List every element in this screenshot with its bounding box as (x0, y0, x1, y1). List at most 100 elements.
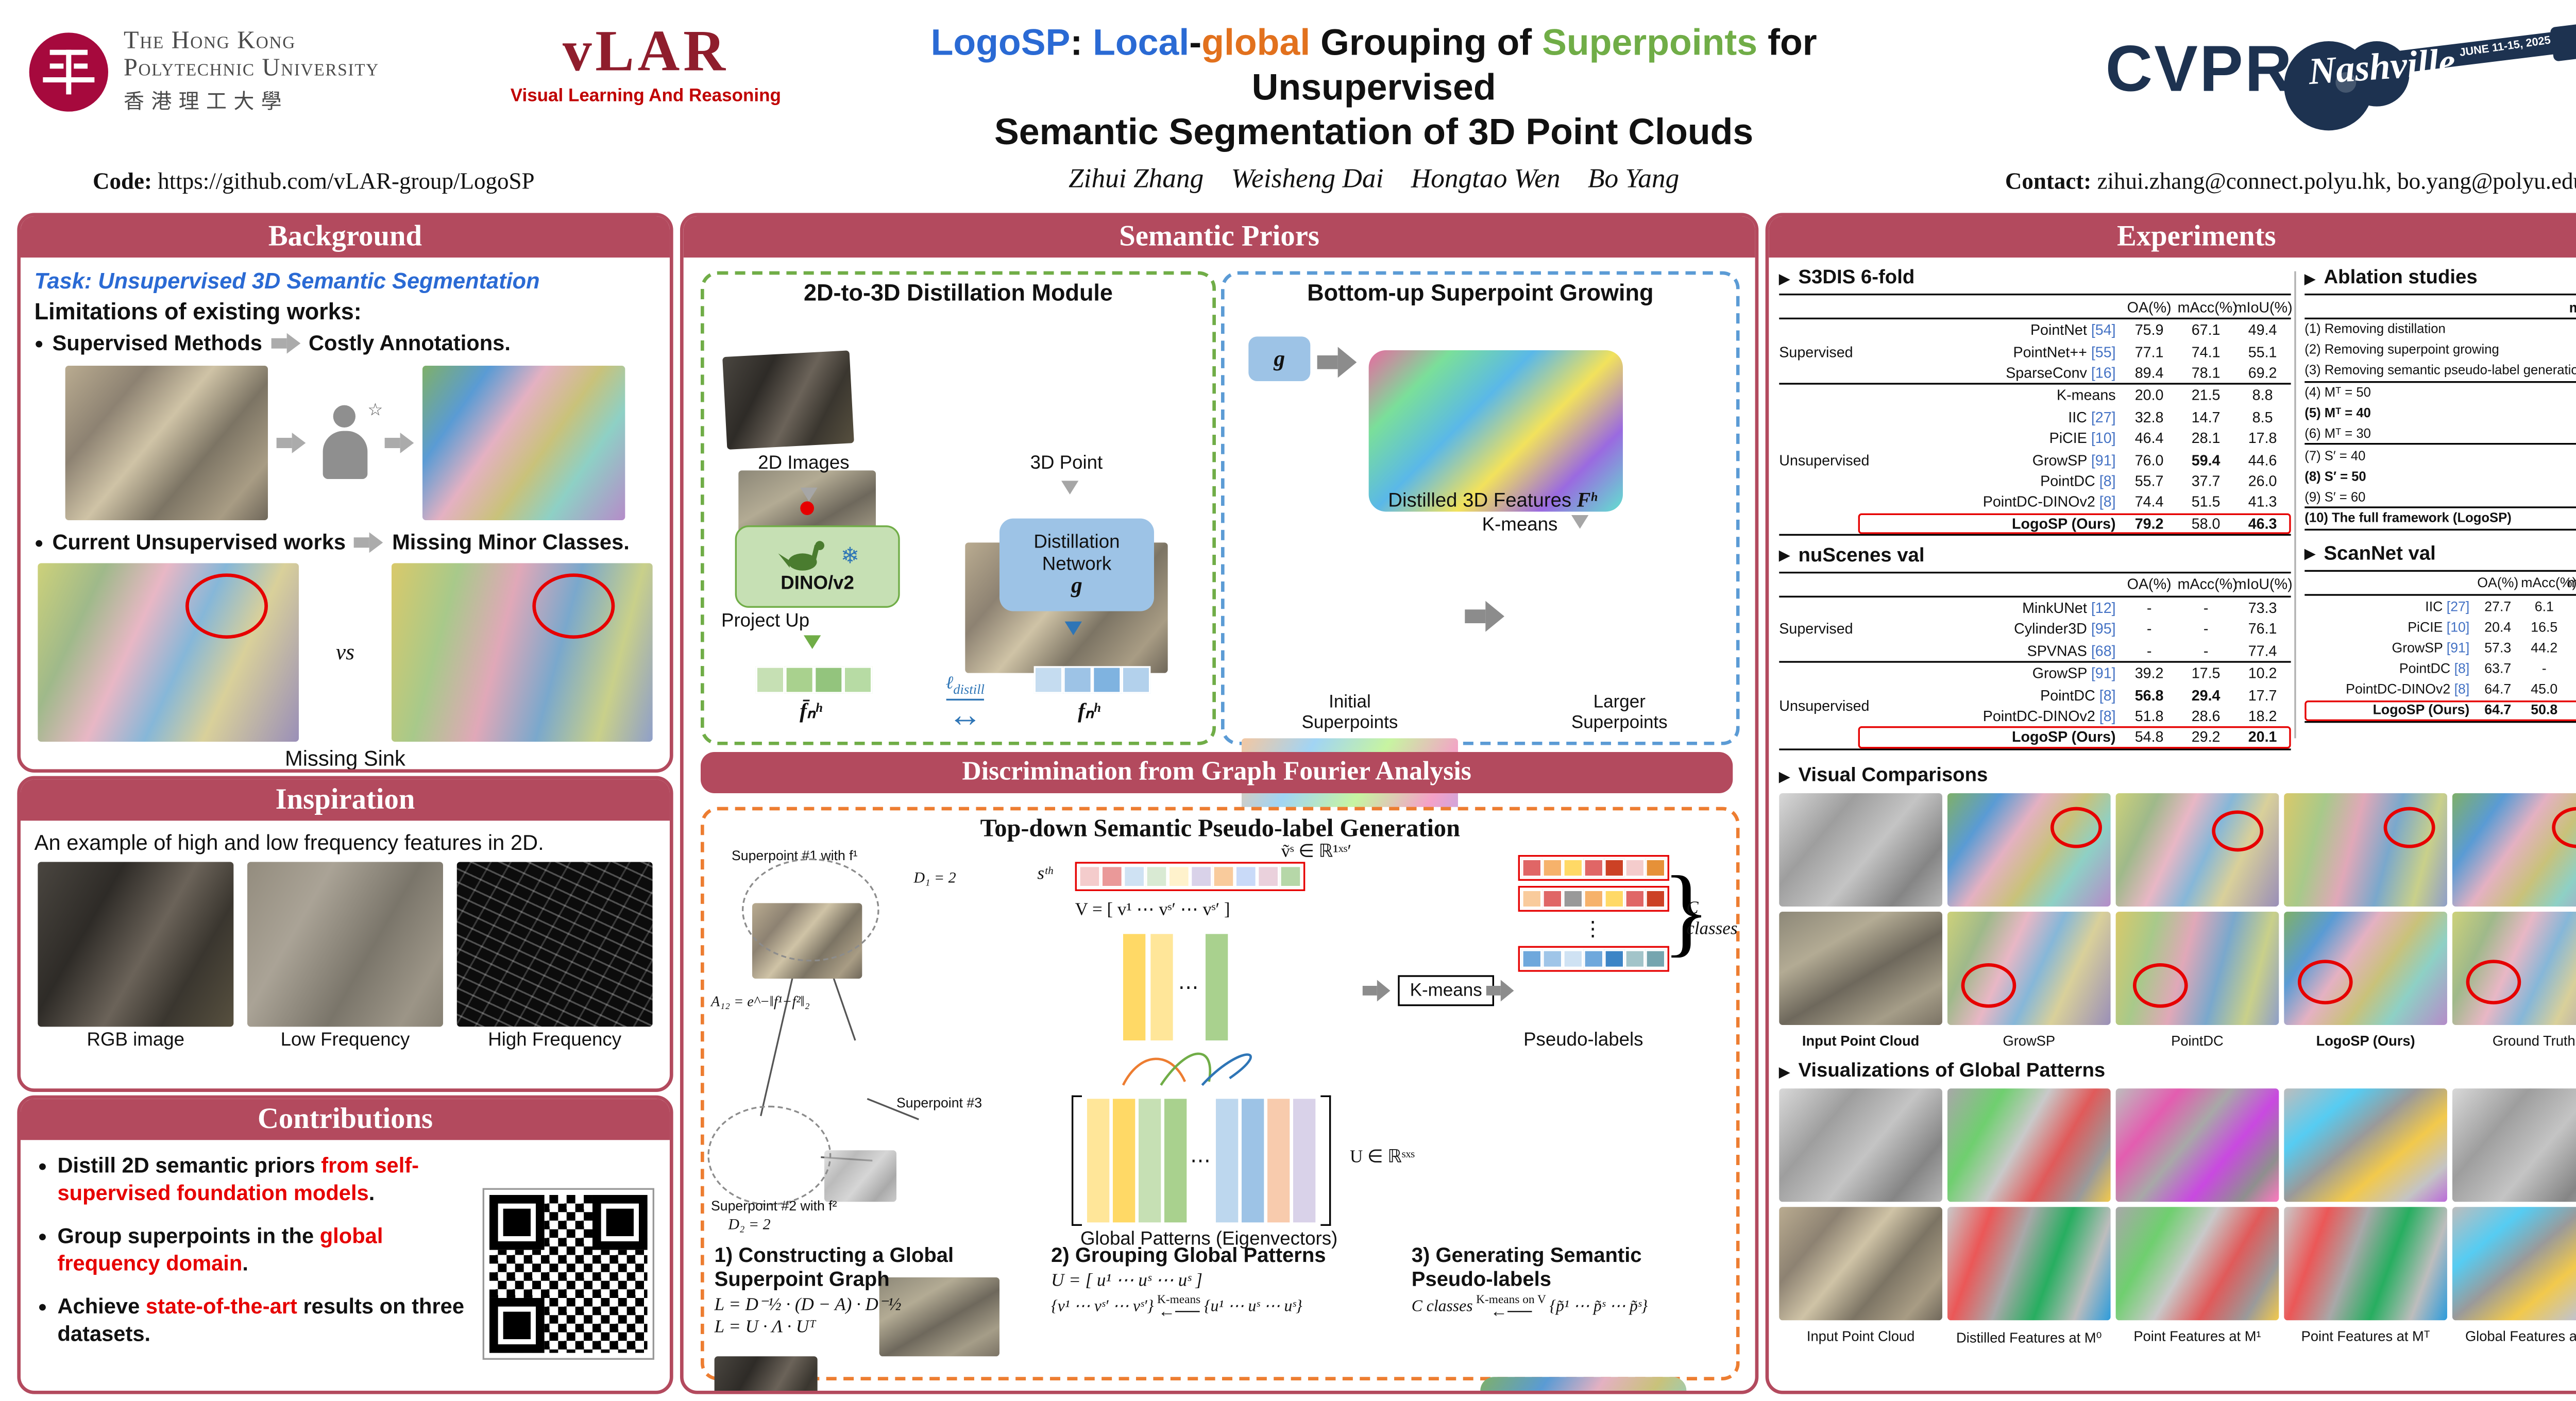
contribution-highlight: from self-supervised foundation models (57, 1153, 419, 1205)
cell: 27.7 (2484, 598, 2512, 614)
arrowhead-icon: ▶ (1779, 1063, 1790, 1079)
guitar-icon (2284, 24, 2576, 131)
limitations-title: Limitations of existing works: (34, 298, 362, 324)
cell: 54.8 (2134, 728, 2164, 746)
feat-symbol: Fʰ (1577, 487, 1597, 512)
contribution-highlight: global frequency domain (57, 1224, 383, 1276)
superpoint2-label: Superpoint #2 with f² (710, 1198, 837, 1214)
citation-ref: [91] (2091, 664, 2116, 682)
cell: - (2146, 642, 2152, 659)
fourier-banner: Discrimination from Graph Fourier Analys… (700, 751, 1733, 793)
table-row-ours: LogoSP (Ours)64.750.835.8 (2304, 700, 2576, 722)
vlar-name: vLAR (562, 20, 729, 84)
method-name: SPVNAS (2027, 642, 2091, 659)
contact-emails[interactable]: zihui.zhang@connect.polyu.hk, bo.yang@po… (2097, 168, 2576, 194)
pattern-image (2284, 1088, 2447, 1202)
right-arrow-icon (1362, 980, 1391, 1002)
distill-loss: ℓdistill ↔ (910, 666, 1020, 735)
citation-ref: [8] (2099, 493, 2116, 511)
group-label: Supervised (1779, 343, 1853, 360)
table-row: PointDC [8]63.7-25.7 (2304, 658, 2576, 679)
ablation-value: 32.6 (2569, 447, 2576, 464)
cell: 64.7 (2484, 703, 2512, 719)
loss-subscript: distill (953, 681, 985, 697)
degree2-label: D₂ = 2 (728, 1215, 771, 1233)
s3dis-heading: ▶S3DIS 6-fold (1779, 268, 2291, 288)
code-url[interactable]: https://github.com/vLAR-group/LogoSP (158, 168, 535, 194)
cell: - (2203, 620, 2209, 638)
low-frequency-image (247, 862, 443, 1027)
cell: 46.4 (2134, 429, 2164, 447)
global-patterns-labels: Input Point Cloud Distilled Features at … (1779, 1329, 2576, 1346)
supervised-group: Supervised MinkUNet [12]--73.3 Cylinder3… (1779, 597, 2291, 661)
vs-label: vs (335, 638, 355, 664)
frequency-figure (32, 862, 657, 1027)
pseudo-label-module: Top-down Semantic Pseudo-label Generatio… (700, 807, 1740, 1391)
step2-eq1: U = [ u¹ ⋯ uˢ ⋯ uˢ ] (1051, 1272, 1203, 1291)
cell: 21.5 (2191, 387, 2221, 404)
pattern-image (2284, 1207, 2447, 1321)
method-name: PointNet++ (2013, 343, 2091, 360)
right-arrow-icon (384, 432, 414, 453)
inspiration-caption: An example of high and low frequency fea… (34, 831, 544, 855)
result-image (2452, 793, 2576, 907)
project-up-label: Project Up (721, 611, 810, 632)
citation-ref: [27] (2091, 408, 2116, 425)
ablation-value: 32.4 (2569, 425, 2576, 442)
cell: 55.1 (2248, 343, 2277, 360)
scannet-heading: ▶ScanNet val (2304, 544, 2576, 565)
ablation-label: (2) Removing superpoint growing (2304, 342, 2499, 358)
vlar-subtitle: Visual Learning And Reasoning (510, 86, 781, 107)
citation-ref: [8] (2099, 707, 2116, 725)
qr-code (482, 1188, 654, 1360)
step-1: 1) Constructing a Global Superpoint Grap… (704, 1243, 1041, 1337)
title-unsupervised: for Unsupervised (1251, 22, 1817, 108)
method-name: LogoSP (Ours) (2012, 515, 2116, 532)
group-label: Unsupervised (1779, 696, 1870, 714)
cell: 56.8 (2134, 686, 2164, 704)
step2-eq2: {v¹ ⋯ vˢ′ ⋯ vˢ′}K-means←──{u¹ ⋯ uˢ ⋯ uˢ} (1051, 1294, 1391, 1321)
column-label: Point Features at M¹ (2133, 1328, 2261, 1344)
column-label: Input Point Cloud (1802, 1033, 1920, 1049)
pattern-image (1779, 1207, 1942, 1321)
sample-point-dot (800, 501, 814, 515)
col-macc: mAcc(%) (2177, 576, 2238, 593)
method-name: SparseConv (2006, 364, 2091, 381)
title-sep: : (1070, 22, 1093, 64)
nuscenes-table: OA(%) mAcc(%) mIoU(%) Supervised MinkUNe… (1779, 571, 2293, 750)
step1-eq2: L = U · Λ · Uᵀ (714, 1318, 816, 1338)
step1-title: 1) Constructing a Global Superpoint Grap… (714, 1243, 954, 1291)
cell: 89.4 (2134, 364, 2164, 381)
citation-ref: [10] (2091, 429, 2116, 447)
affinity-formula: A₁₂ = e^−‖f¹−f²‖₂ (710, 992, 810, 1010)
contribution-text: results on three datasets. (57, 1294, 465, 1346)
heading-text: S3DIS 6-fold (1798, 267, 1915, 288)
contribution-text: . (242, 1251, 248, 1276)
cell: 44.2 (2531, 640, 2558, 656)
heading-text: Visualizations of Global Patterns (1798, 1061, 2106, 1082)
step1-eq1: L = D⁻½ · (D − A) · D⁻½ (714, 1296, 902, 1315)
cell: 8.5 (2252, 408, 2273, 425)
col-miou: mIoU(%) (2569, 298, 2576, 315)
column-label: PointDC (2171, 1033, 2224, 1049)
contribution-highlight: state-of-the-art (145, 1294, 297, 1319)
column-label: Global Features at Mᵀ (2465, 1328, 2576, 1344)
eq-rhs: {u¹ ⋯ uˢ ⋯ uˢ} (1204, 1299, 1302, 1317)
down-arrow-icon (1571, 515, 1589, 529)
down-arrow-icon (800, 487, 818, 502)
ablation-row: (9) S′ = 6035.6 (2304, 486, 2576, 507)
column-label: Ground Truth (2492, 1033, 2575, 1049)
initial-superpoints-label: Initial Superpoints (1301, 692, 1398, 732)
result-image (1947, 911, 2111, 1025)
bullet2-result: Missing Minor Classes. (392, 530, 630, 555)
highlight-ring (2212, 810, 2264, 852)
left-arrow-icon: ←── (1490, 1303, 1532, 1322)
bullet-icon: ● (38, 1157, 47, 1174)
